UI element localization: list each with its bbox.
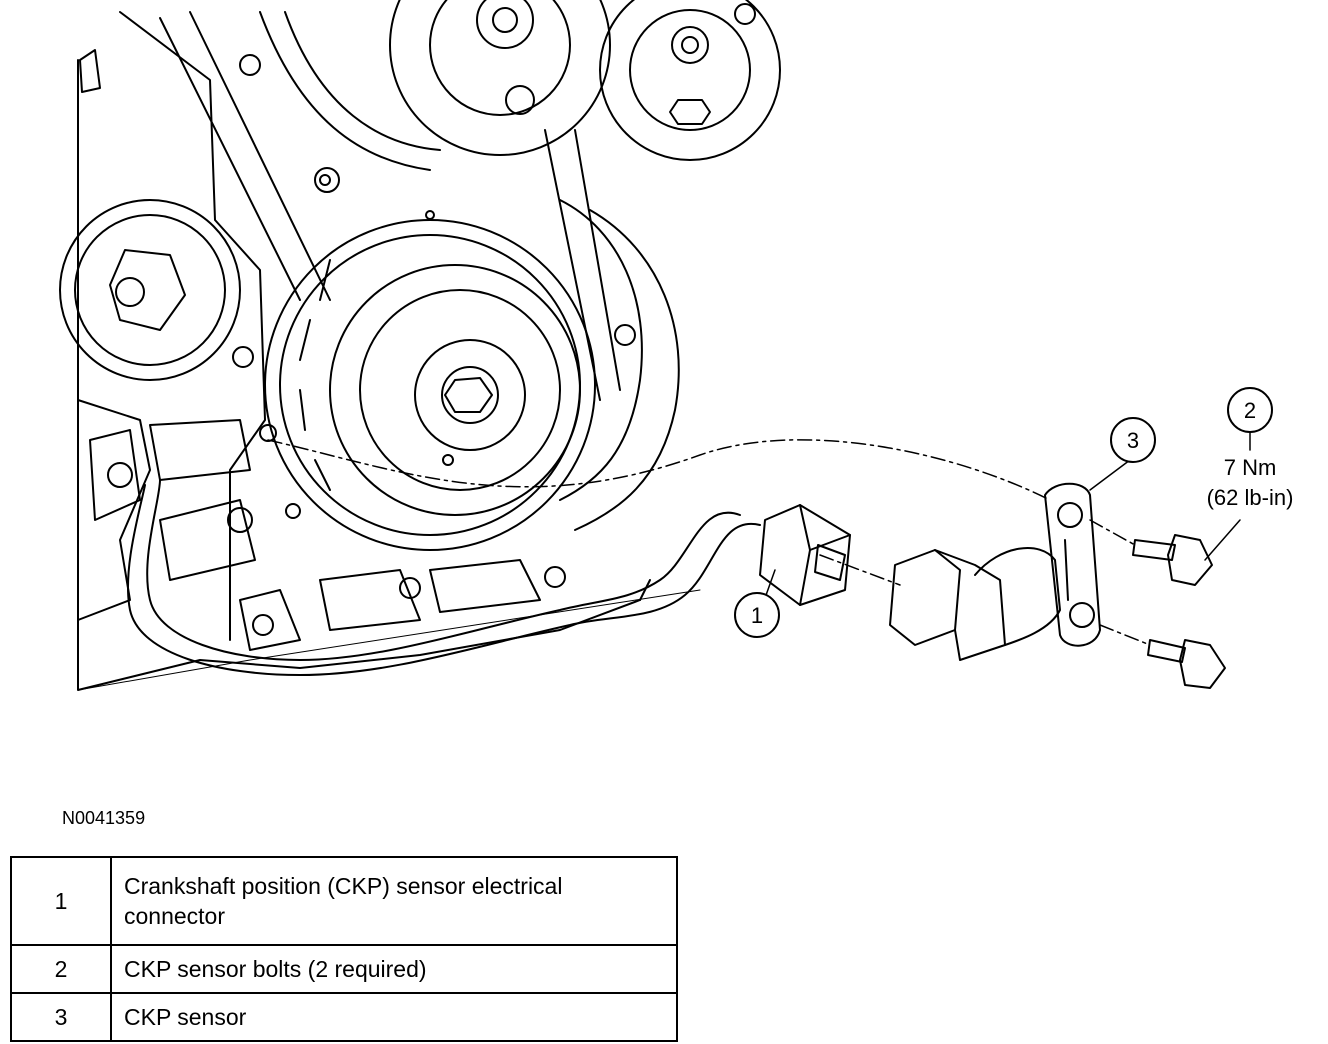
torque-nm: 7 Nm <box>1224 455 1277 480</box>
top-pulley-left <box>389 0 611 156</box>
ckp-sensor-bolt-upper <box>1132 534 1213 586</box>
callout-2: 2 7 Nm (62 lb-in) <box>1207 387 1294 510</box>
legend-description: CKP sensor <box>110 992 678 1042</box>
callout-3: 3 <box>1110 417 1156 463</box>
drive-belt <box>159 11 621 401</box>
ckp-connector <box>759 504 851 606</box>
table-row: 1 Crankshaft position (CKP) sensor elect… <box>10 856 678 946</box>
timing-cover <box>559 199 680 531</box>
engine-block <box>77 11 641 691</box>
top-pulley-right <box>599 0 781 161</box>
assembly-lines <box>267 439 1151 646</box>
crank-pulley <box>264 210 596 551</box>
table-row: 3 CKP sensor <box>10 992 678 1042</box>
engine-front-diagram: 1 3 2 7 Nm (62 lb-in) <box>59 0 1294 691</box>
callout-1: 1 <box>734 592 780 638</box>
engine-bolts <box>107 54 636 636</box>
svg-text:1: 1 <box>751 603 763 628</box>
table-row: 2 CKP sensor bolts (2 required) <box>10 944 678 994</box>
legend-table: 1 Crankshaft position (CKP) sensor elect… <box>10 856 678 1042</box>
legend-number: 3 <box>10 992 112 1042</box>
torque-lbin: (62 lb-in) <box>1207 485 1294 510</box>
ckp-sensor-bolt-lower <box>1147 639 1226 689</box>
legend-number: 2 <box>10 944 112 994</box>
idler-pulley <box>59 199 241 381</box>
svg-text:3: 3 <box>1127 428 1139 453</box>
svg-text:2: 2 <box>1244 398 1256 423</box>
legend-description: Crankshaft position (CKP) sensor electri… <box>110 856 678 946</box>
figure-id: N0041359 <box>62 808 146 828</box>
legend-description: CKP sensor bolts (2 required) <box>110 944 678 994</box>
callout-leaders <box>764 429 1251 599</box>
legend-number: 1 <box>10 856 112 946</box>
wiring-harness <box>126 479 761 676</box>
ckp-sensor <box>889 482 1101 661</box>
ground-line <box>77 589 701 691</box>
